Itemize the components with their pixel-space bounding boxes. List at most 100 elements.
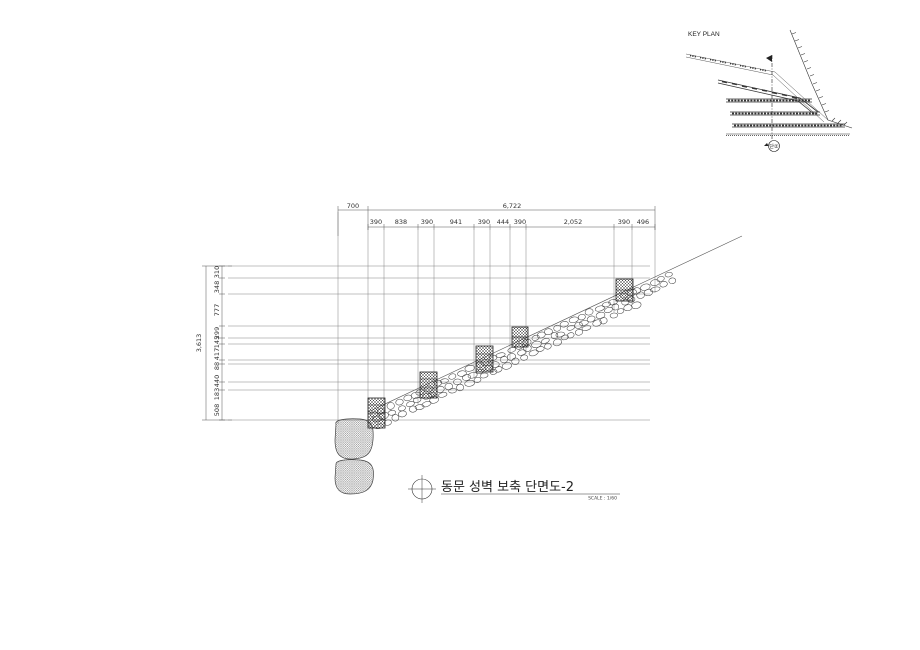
dim-top-seg: 390 bbox=[478, 218, 490, 226]
rubble-stone bbox=[586, 315, 596, 323]
key-plan-title: KEY PLAN bbox=[688, 31, 720, 38]
dim-top-seg: 2,052 bbox=[564, 218, 583, 226]
rubble-stone bbox=[656, 276, 665, 282]
rubble-stone bbox=[541, 338, 550, 344]
rubble-stone bbox=[643, 288, 653, 297]
rubble-stone bbox=[544, 342, 552, 350]
rubble-stone bbox=[574, 321, 583, 329]
key-plan-outer-slope bbox=[789, 29, 853, 129]
rubble-stone bbox=[528, 349, 539, 357]
rubble-stone bbox=[560, 334, 569, 341]
rubble-stone bbox=[611, 303, 620, 311]
rubble-stone bbox=[391, 414, 400, 422]
dim-top-seg: 941 bbox=[450, 218, 462, 226]
rubble-stone bbox=[631, 301, 642, 310]
key-plan-courses bbox=[726, 98, 850, 136]
rubble-stone bbox=[398, 405, 406, 412]
rubble-stone bbox=[456, 383, 464, 392]
rubble-stone bbox=[550, 332, 559, 340]
rubble-stone bbox=[457, 370, 467, 377]
left-dimensions: 3,613 310 348 777 299 145 417 88 440 183… bbox=[195, 265, 232, 421]
rubble-stone bbox=[440, 378, 449, 384]
dim-top-seg: 838 bbox=[395, 218, 407, 226]
rubble-stone bbox=[408, 405, 418, 413]
rubble-stone bbox=[577, 313, 586, 321]
dim-left-seg: 145 bbox=[213, 336, 221, 348]
rubble-stone bbox=[421, 400, 432, 408]
dim-top-overall: 6,722 bbox=[503, 202, 522, 210]
drawing-scale: SCALE : 1/60 bbox=[588, 496, 617, 502]
rubble-stone bbox=[552, 338, 562, 347]
rubble-stone bbox=[495, 352, 506, 358]
rubble-stone bbox=[507, 347, 517, 353]
rubble-stone bbox=[568, 316, 579, 323]
flag-icon bbox=[766, 55, 772, 62]
dim-left-seg: 348 bbox=[213, 281, 221, 293]
dim-top-seg: 390 bbox=[421, 218, 433, 226]
rubble-stone bbox=[566, 332, 575, 339]
dim-left-seg: 183 bbox=[213, 388, 221, 400]
rubble-stone bbox=[535, 346, 545, 352]
dim-left-seg: 88 bbox=[213, 362, 221, 370]
rubble-stone bbox=[386, 402, 395, 410]
rubble-stone bbox=[616, 308, 625, 314]
rubble-stone bbox=[444, 382, 453, 391]
dim-left-seg: 440 bbox=[213, 375, 221, 387]
rubble-stone bbox=[413, 396, 422, 403]
rubble-stone bbox=[668, 277, 677, 284]
key-plan-wall-upper bbox=[685, 53, 829, 123]
rubble-stone bbox=[448, 373, 457, 380]
rubble-stone bbox=[398, 410, 407, 418]
rubble-stone bbox=[531, 340, 542, 348]
rubble-stone bbox=[506, 353, 517, 361]
rubble-stone bbox=[650, 286, 661, 293]
key-plan-section-line: 단② bbox=[764, 55, 780, 152]
rubble-stone bbox=[623, 304, 633, 312]
rubble-stone bbox=[520, 354, 529, 361]
stepped-blocks bbox=[367, 278, 634, 429]
rubble-stone bbox=[640, 283, 651, 291]
dim-top-seg: 496 bbox=[637, 218, 649, 226]
rubble-stone bbox=[584, 308, 594, 316]
rubble-stone bbox=[599, 317, 608, 325]
rubble-stone bbox=[395, 398, 404, 406]
dim-left-seg: 299 bbox=[213, 327, 221, 339]
dim-top-left: 700 bbox=[347, 202, 359, 210]
dim-left-seg: 417 bbox=[213, 348, 221, 360]
horizontal-guide-lines bbox=[228, 265, 650, 421]
dim-top-seg: 390 bbox=[514, 218, 526, 226]
rubble-stone bbox=[553, 324, 561, 332]
dim-left-overall: 3,613 bbox=[195, 334, 203, 353]
rubble-stone bbox=[592, 319, 602, 327]
rubble-stone bbox=[555, 331, 565, 338]
rubble-stone bbox=[559, 321, 569, 328]
rubble-stone bbox=[464, 365, 476, 372]
drawing-title: 동문 성벽 보축 단면도-2 bbox=[441, 480, 574, 495]
rubble-stone bbox=[403, 394, 413, 402]
rubble-stone bbox=[494, 366, 503, 373]
rubble-stone bbox=[387, 410, 397, 416]
rubble-stone bbox=[438, 392, 448, 398]
dim-left-seg: 310 bbox=[213, 266, 221, 278]
rubble-stone bbox=[473, 376, 482, 383]
rubble-stone bbox=[574, 329, 584, 336]
rubble-stone bbox=[511, 357, 520, 365]
rubble-stone bbox=[464, 379, 475, 387]
rubble-stone bbox=[659, 281, 668, 288]
key-plan-wall-middle bbox=[717, 79, 819, 115]
rubble-stone bbox=[448, 388, 457, 394]
rubble-stone bbox=[414, 404, 425, 410]
dim-top-seg: 390 bbox=[618, 218, 630, 226]
dim-left-seg: 508 bbox=[213, 404, 221, 416]
key-plan: KEY PLAN bbox=[685, 29, 853, 152]
rubble-stone bbox=[595, 311, 606, 319]
rubble-stone bbox=[601, 301, 611, 308]
rubble-stone bbox=[664, 271, 673, 278]
dim-top-seg: 390 bbox=[370, 218, 382, 226]
dim-top-seg: 444 bbox=[497, 218, 509, 226]
foundation-stones bbox=[334, 418, 374, 495]
vertical-guide-lines bbox=[337, 212, 656, 428]
arrow-left-icon bbox=[764, 143, 769, 146]
rubble-stone bbox=[594, 305, 605, 312]
